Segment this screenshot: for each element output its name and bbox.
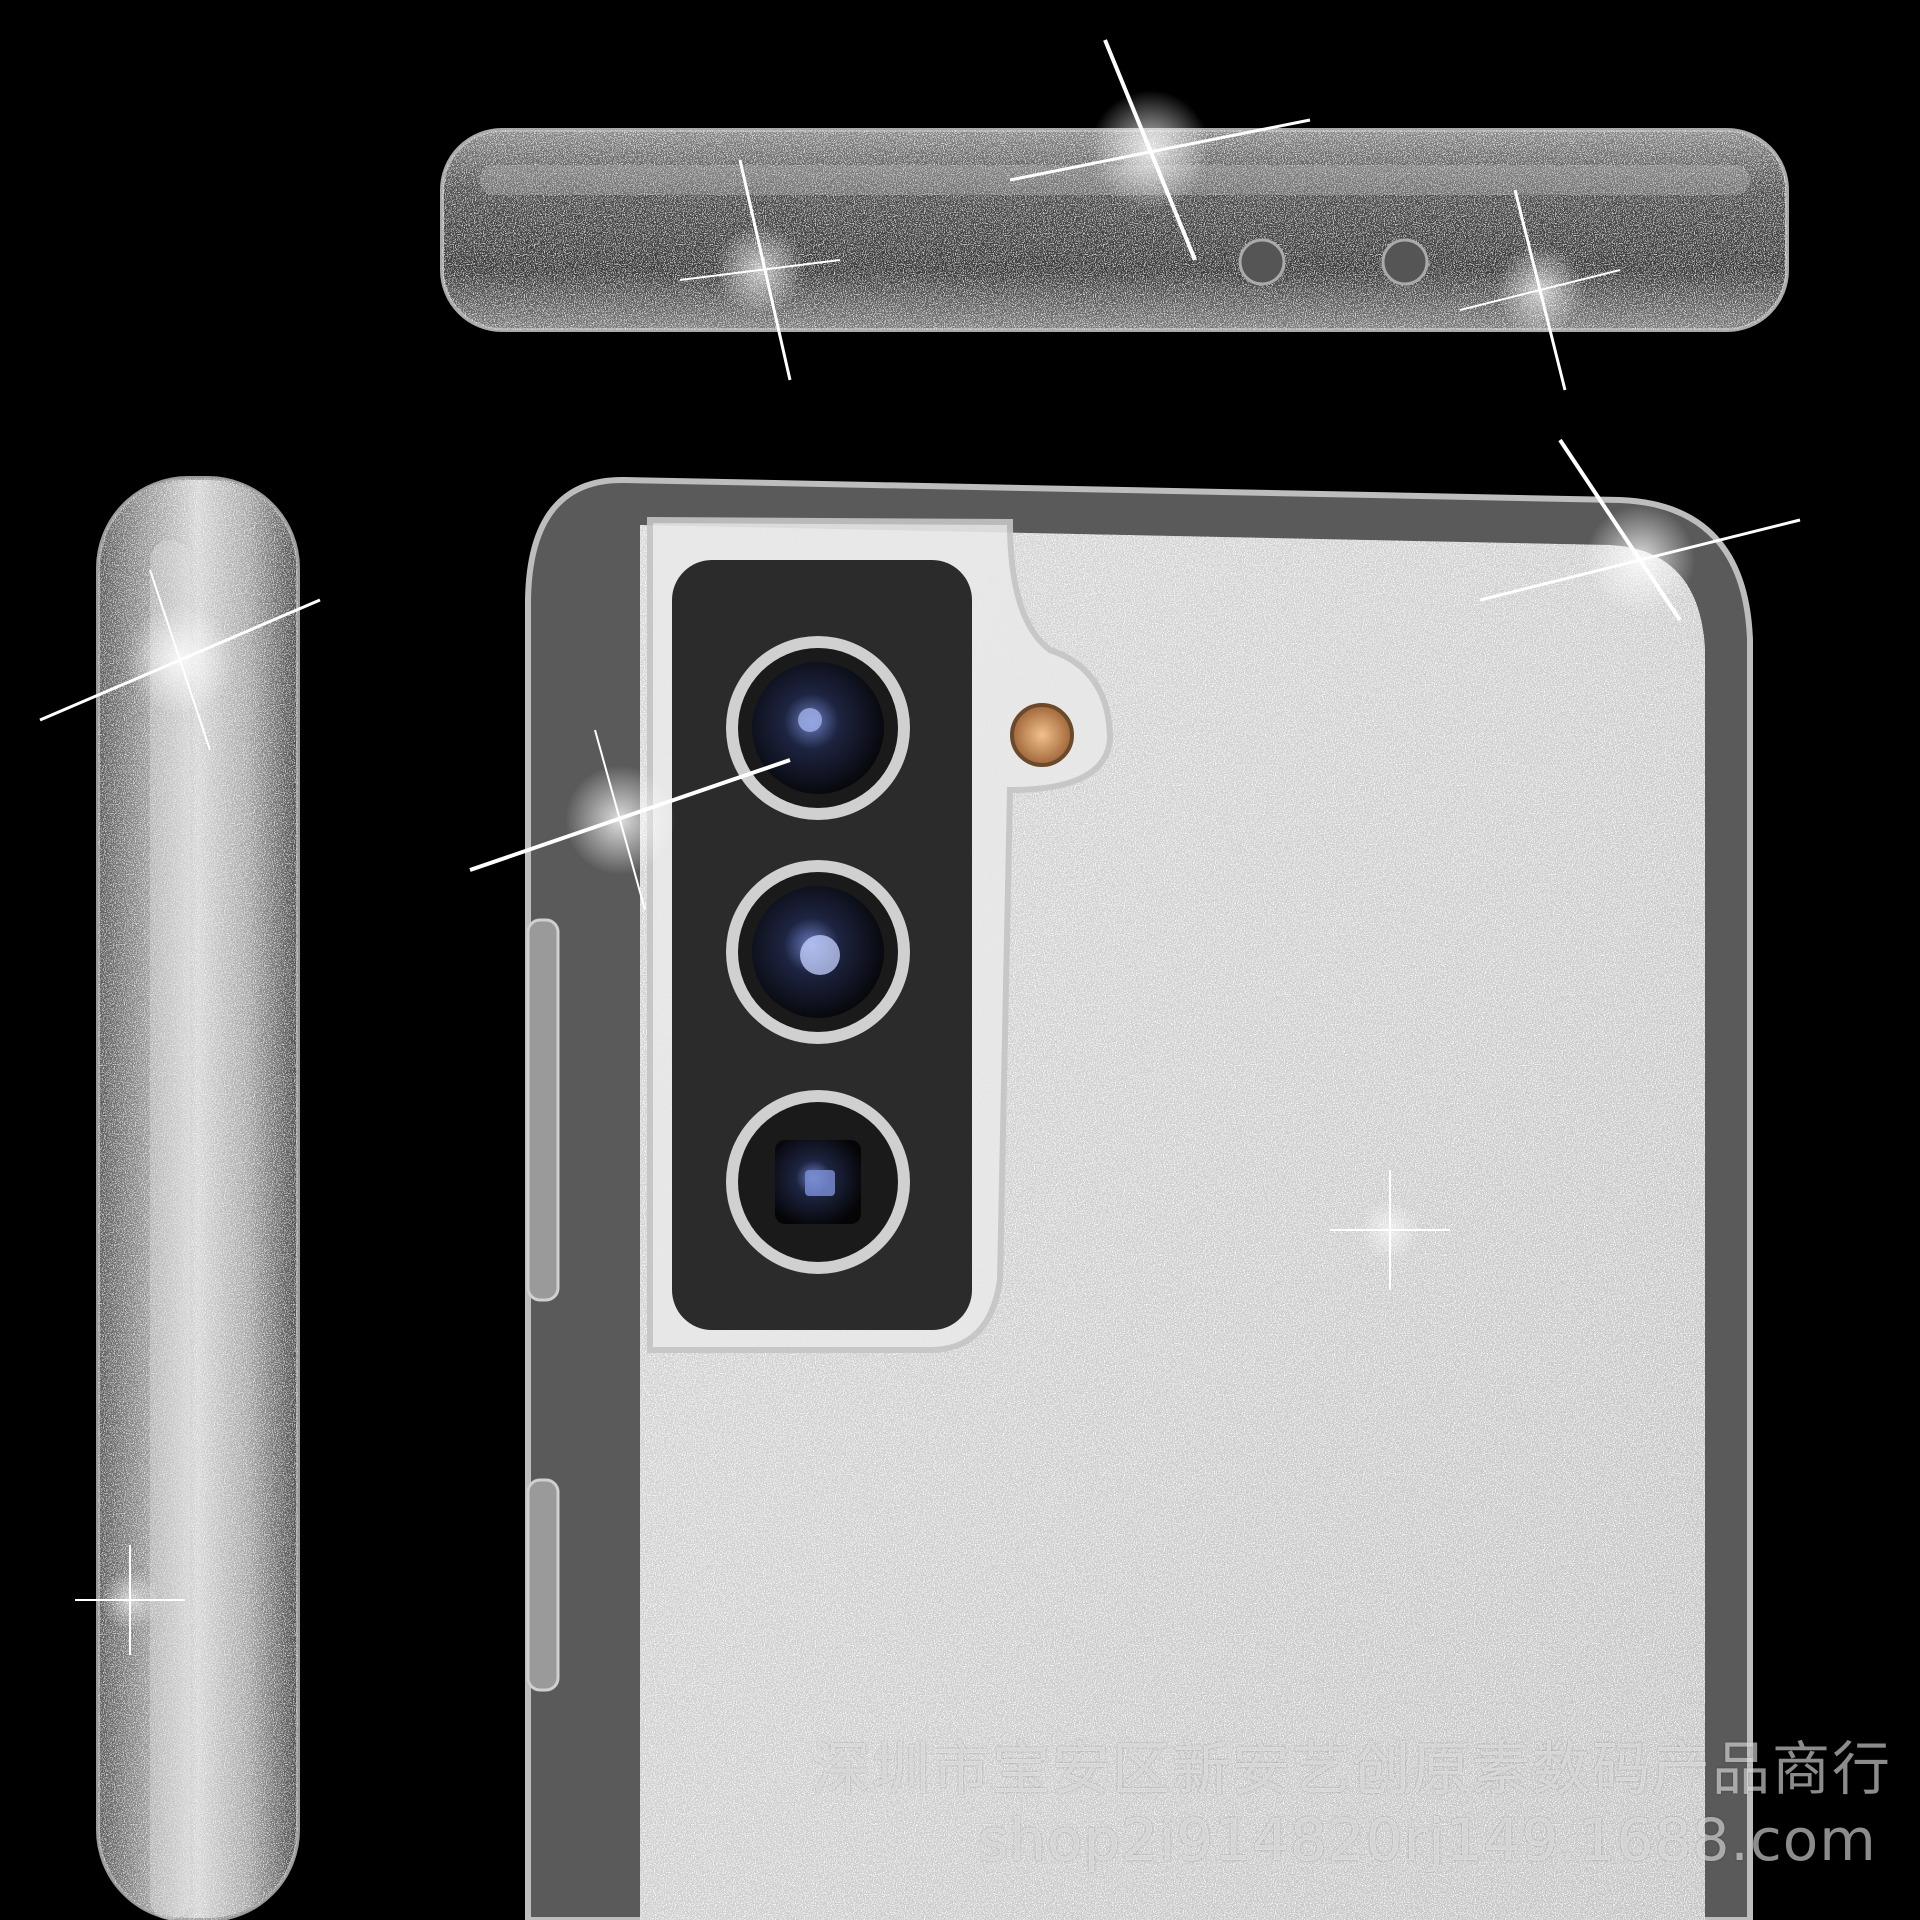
camera-lens: [726, 636, 910, 820]
camera-lens: [726, 860, 910, 1044]
sparkle-icon: [469, 729, 791, 911]
sparkle-icon: [679, 159, 841, 381]
sparkle-icon: [1479, 438, 1801, 622]
sparkle-icon: [75, 1545, 185, 1655]
watermark-url: shop2i914820rj149.1688.com: [978, 1806, 1877, 1874]
sparkle-icon: [1330, 1170, 1450, 1290]
case-side-button: [526, 1478, 560, 1692]
watermark-company: 深圳市宝安区新安艺创原素数码产品商行: [812, 1735, 1893, 1803]
mic-hole: [1381, 238, 1429, 286]
sparkle-icon: [1009, 39, 1311, 261]
mic-hole: [1238, 238, 1286, 286]
sparkle-icon: [1459, 189, 1621, 391]
case-side-button: [526, 918, 560, 1302]
camera-flash: [1010, 703, 1074, 767]
sparkle-icon: [39, 569, 321, 751]
camera-module: [647, 516, 1114, 1353]
camera-lens: [726, 1090, 910, 1274]
case-side-edge: [96, 476, 300, 1920]
